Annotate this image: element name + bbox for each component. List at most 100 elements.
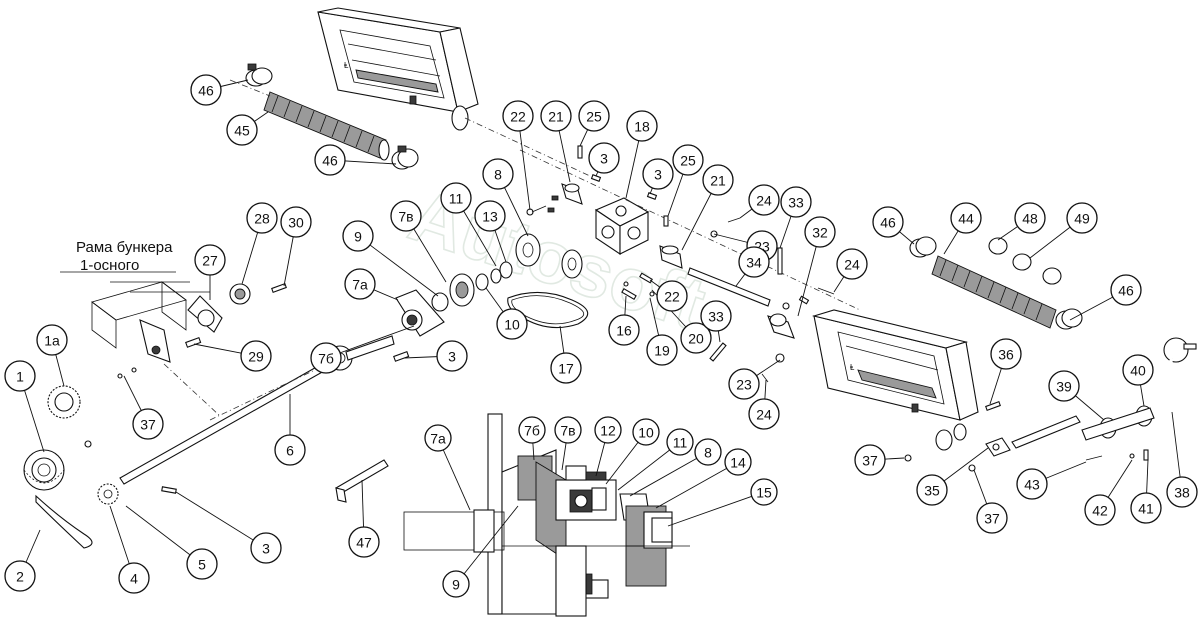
callout-circle xyxy=(1110,274,1142,306)
callout-c46c: 46 xyxy=(872,206,904,238)
callout-circle xyxy=(750,478,778,506)
callout-label: 22 xyxy=(664,289,680,305)
callout-label: 43 xyxy=(1024,477,1040,493)
callout-c46d: 46 xyxy=(1110,274,1142,306)
callout-label: 36 xyxy=(998,347,1014,363)
callout-s7b: 7б xyxy=(518,416,546,444)
auger-44 xyxy=(931,255,1057,329)
callout-c9: 9 xyxy=(342,220,374,252)
callout-label: 6 xyxy=(286,443,294,459)
callout-circle xyxy=(780,186,812,218)
callout-circle xyxy=(390,200,422,232)
callout-circle xyxy=(1048,370,1080,402)
clamp-46-mid xyxy=(391,145,419,170)
leader-line-c22a xyxy=(517,115,531,211)
callout-s7v: 7в xyxy=(554,416,582,444)
bearing-assembly-9-11 xyxy=(431,273,489,312)
callout-c2: 2 xyxy=(4,560,36,592)
callout-circle xyxy=(724,448,752,476)
callout-label: 46 xyxy=(322,153,338,169)
callout-s8: 8 xyxy=(694,438,722,466)
callout-label: 18 xyxy=(634,119,650,135)
callout-c7b: 7б xyxy=(310,342,342,374)
callout-c24b: 24 xyxy=(836,248,868,280)
callout-circle xyxy=(1014,202,1046,234)
bolt-33-upper xyxy=(777,247,783,275)
callout-label: 27 xyxy=(202,253,218,269)
callout-circle xyxy=(694,438,722,466)
callout-label: 41 xyxy=(1138,501,1154,517)
callout-label: 10 xyxy=(504,317,520,333)
bolt-small xyxy=(84,440,92,448)
key-3 xyxy=(161,486,177,494)
callout-label: 46 xyxy=(1118,283,1134,299)
hopper-box-left: Ⱡ xyxy=(317,7,591,177)
axis-left-drop xyxy=(163,363,221,417)
callout-label: 30 xyxy=(288,215,304,231)
bearing-13 xyxy=(490,261,513,284)
callout-c18: 18 xyxy=(626,110,658,142)
callout-c41: 41 xyxy=(1130,492,1162,524)
callout-label: 9 xyxy=(354,229,362,245)
callout-circle xyxy=(1084,494,1116,526)
callout-circle xyxy=(872,206,904,238)
callout-c40: 40 xyxy=(1122,354,1154,386)
callout-label: 35 xyxy=(924,483,940,499)
nut-37 xyxy=(117,373,123,379)
callout-label: 17 xyxy=(558,361,574,377)
leader-line-s9 xyxy=(455,505,519,585)
callout-c46b: 46 xyxy=(314,144,346,176)
callout-circle xyxy=(594,416,622,444)
callout-c48: 48 xyxy=(1014,202,1046,234)
callout-label: 19 xyxy=(654,343,670,359)
bushing-21-left xyxy=(561,183,583,205)
callout-c29: 29 xyxy=(240,340,272,372)
callout-label: 24 xyxy=(844,257,860,273)
callout-circle xyxy=(642,158,674,190)
callout-circle xyxy=(1016,468,1048,500)
callout-label: 33 xyxy=(788,195,804,211)
callout-c39: 39 xyxy=(1048,370,1080,402)
callout-s7a: 7а xyxy=(424,424,452,452)
callout-label: 11 xyxy=(449,191,464,207)
coupling-32 xyxy=(767,295,810,339)
callout-label: 12 xyxy=(600,423,616,439)
callout-c30: 30 xyxy=(280,206,312,238)
callout-label: 40 xyxy=(1130,363,1146,379)
callout-c11: 11 xyxy=(440,182,472,214)
callout-circle xyxy=(342,220,374,252)
callout-circle xyxy=(482,158,514,190)
hopper-box-right: Ⱡ xyxy=(811,309,979,451)
callout-c22a: 22 xyxy=(502,100,534,132)
callout-label: 25 xyxy=(586,109,602,125)
callout-c33b: 33 xyxy=(700,300,732,332)
callout-circle xyxy=(250,532,282,564)
leader-line-c5 xyxy=(125,505,203,565)
callout-label: 37 xyxy=(862,453,878,469)
svg-text:Ⱡ: Ⱡ xyxy=(850,363,855,372)
callout-label: 16 xyxy=(616,323,632,339)
callout-circle xyxy=(118,562,150,594)
bracket-27 xyxy=(139,283,287,363)
callout-label: 44 xyxy=(958,211,974,227)
callout-c32: 32 xyxy=(804,216,836,248)
callout-circle xyxy=(836,248,868,280)
callout-circle xyxy=(632,418,660,446)
bushing-21-right xyxy=(659,245,683,269)
callout-c1: 1 xyxy=(4,360,36,392)
callout-label: 22 xyxy=(510,109,526,125)
callout-circle xyxy=(702,164,734,196)
callout-s12: 12 xyxy=(594,416,622,444)
callout-label: 32 xyxy=(812,225,828,241)
callout-label: 24 xyxy=(756,407,772,423)
callout-circle xyxy=(518,416,546,444)
callout-label: 47 xyxy=(356,535,372,551)
callout-circle xyxy=(1066,202,1098,234)
callout-c3d: 3 xyxy=(250,532,282,564)
callout-label: 13 xyxy=(482,209,498,225)
callout-label: 42 xyxy=(1092,503,1108,519)
callout-c17: 17 xyxy=(550,352,582,384)
callout-label: 3 xyxy=(654,167,662,183)
callout-circle xyxy=(502,100,534,132)
callout-c35: 35 xyxy=(916,474,948,506)
